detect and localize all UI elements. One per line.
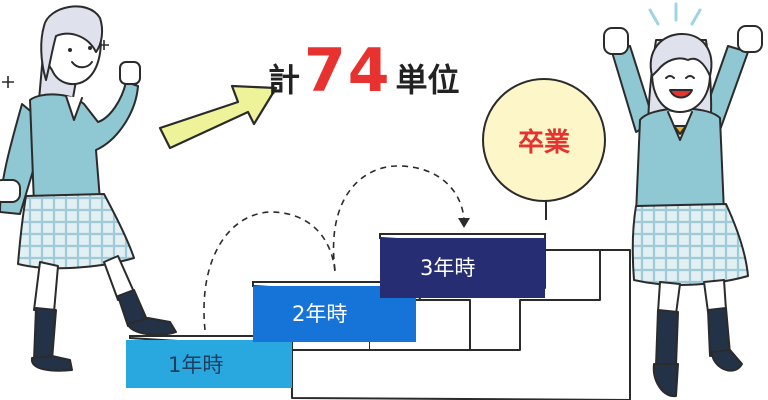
- step-3-label: 3年時: [420, 256, 476, 280]
- graduation-badge: 卒業: [482, 78, 606, 202]
- cheer-lines-icon: [648, 2, 702, 26]
- credits-headline: 計 74 単位: [268, 36, 460, 106]
- step-2-label: 2年時: [292, 302, 348, 326]
- student-left: [0, 5, 177, 372]
- staircase: [291, 249, 631, 400]
- arrowhead-icon: [458, 218, 470, 228]
- headline-unit: 単位: [395, 61, 460, 99]
- step-1-label: 1年時: [168, 353, 224, 377]
- credit-count: 74: [304, 36, 392, 106]
- student-right: [603, 25, 763, 398]
- headline-prefix: 計: [268, 61, 301, 99]
- step-1: [126, 335, 293, 388]
- arrow-up-right-icon: [158, 84, 278, 150]
- graduation-label: 卒業: [517, 127, 570, 158]
- step-3: [379, 233, 546, 298]
